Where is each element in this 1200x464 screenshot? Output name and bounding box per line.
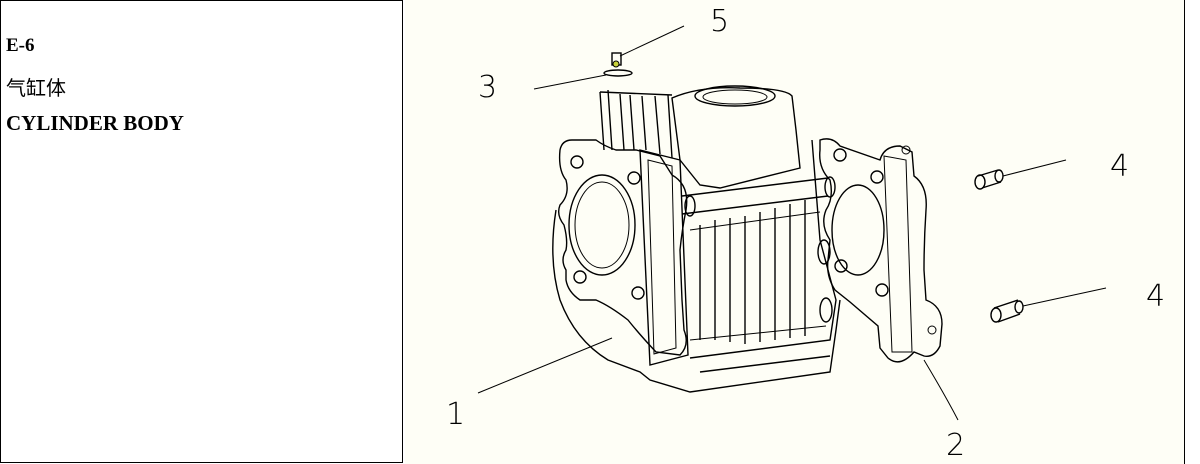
figure-code: E-6 <box>6 35 35 56</box>
part-1-cylinder-body <box>477 85 841 394</box>
part-4-dowel-pin-upper <box>974 159 1067 190</box>
part-4-dowel-pin-lower <box>990 287 1107 323</box>
callout-4-lower: 4 <box>1146 279 1165 314</box>
callout-2: 2 <box>946 428 965 463</box>
part-3-washer <box>533 69 633 90</box>
callout-3: 3 <box>478 70 497 105</box>
part-5-bolt <box>611 25 685 68</box>
callout-4-upper: 4 <box>1110 149 1129 184</box>
callout-5: 5 <box>710 4 729 39</box>
title-panel: E-6 气缸体 CYLINDER BODY <box>0 0 403 463</box>
title-english: CYLINDER BODY <box>6 111 184 135</box>
diagram-panel <box>405 0 1185 464</box>
callout-1: 1 <box>446 397 465 432</box>
title-chinese: 气缸体 <box>6 76 66 100</box>
part-2-gasket <box>819 138 959 421</box>
